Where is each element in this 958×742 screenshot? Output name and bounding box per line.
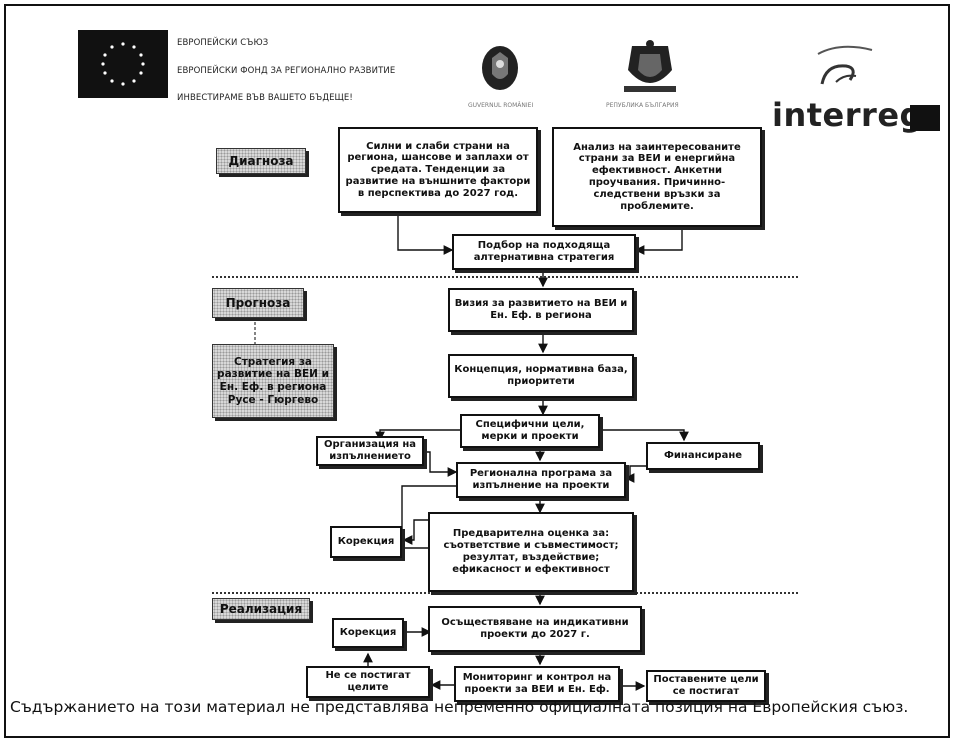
danube-arc-icon — [810, 40, 880, 102]
strategy-label: Стратегия за развитие на ВЕИ и Ен. Еф. в… — [212, 344, 334, 418]
interreg-logo: interreg — [772, 96, 923, 134]
implementation-box: Осъществяване на индикативни проекти до … — [428, 606, 642, 652]
eu-union-text: ЕВРОПЕЙСКИ СЪЮЗ — [177, 38, 269, 48]
not-achieved-box: Не се постигат целите — [306, 666, 430, 698]
separator-forecast-realization — [212, 592, 798, 594]
regional-program-box: Регионална програма за изпълнение на про… — [456, 462, 626, 498]
monitoring-box: Мониторинг и контрол на проекти за ВЕИ и… — [454, 666, 620, 702]
concept-box: Концепция, нормативна база, приоритети — [448, 354, 634, 398]
romania-caption: GUVERNUL ROMÂNIEI — [468, 102, 534, 109]
document-frame — [4, 4, 950, 738]
preliminary-assessment-box: Предварителна оценка за: съответствие и … — [428, 512, 634, 592]
financing-box: Финансиране — [646, 442, 760, 470]
separator-diagnosis-forecast — [212, 276, 798, 278]
romania-coat-of-arms-icon — [480, 44, 520, 98]
bulgaria-caption: РЕПУБЛИКА БЪЛГАРИЯ — [606, 102, 679, 109]
stakeholders-box: Анализ на заинтересованите страни за ВЕИ… — [552, 127, 762, 227]
eu-fund-text: ЕВРОПЕЙСКИ ФОНД ЗА РЕГИОНАЛНО РАЗВИТИЕ — [177, 66, 396, 76]
bulgaria-coat-of-arms-icon — [622, 40, 678, 102]
correction-box-2: Корекция — [332, 618, 404, 648]
interreg-square-icon — [910, 105, 940, 131]
eu-invest-text: ИНВЕСТИРАМЕ ВЪВ ВАШЕТО БЪДЕЩЕ! — [177, 93, 353, 103]
eu-flag-icon — [78, 30, 168, 98]
disclaimer-footer: Съдържанието на този материал не предста… — [10, 698, 909, 716]
specific-goals-box: Специфични цели, мерки и проекти — [460, 414, 600, 448]
swot-box: Силни и слаби страни на региона, шансове… — [338, 127, 538, 213]
correction-box-1: Корекция — [330, 526, 402, 558]
organization-box: Организация на изпълнението — [316, 436, 424, 466]
vision-box: Визия за развитието на ВЕИ и Ен. Еф. в р… — [448, 288, 634, 332]
alternative-strategy-box: Подбор на подходяща алтернативна стратег… — [452, 234, 636, 270]
stage-forecast: Прогноза — [212, 288, 304, 318]
achieved-box: Поставените цели се постигат — [646, 670, 766, 702]
stage-diagnosis: Диагноза — [216, 148, 306, 174]
stage-realization: Реализация — [212, 598, 310, 620]
